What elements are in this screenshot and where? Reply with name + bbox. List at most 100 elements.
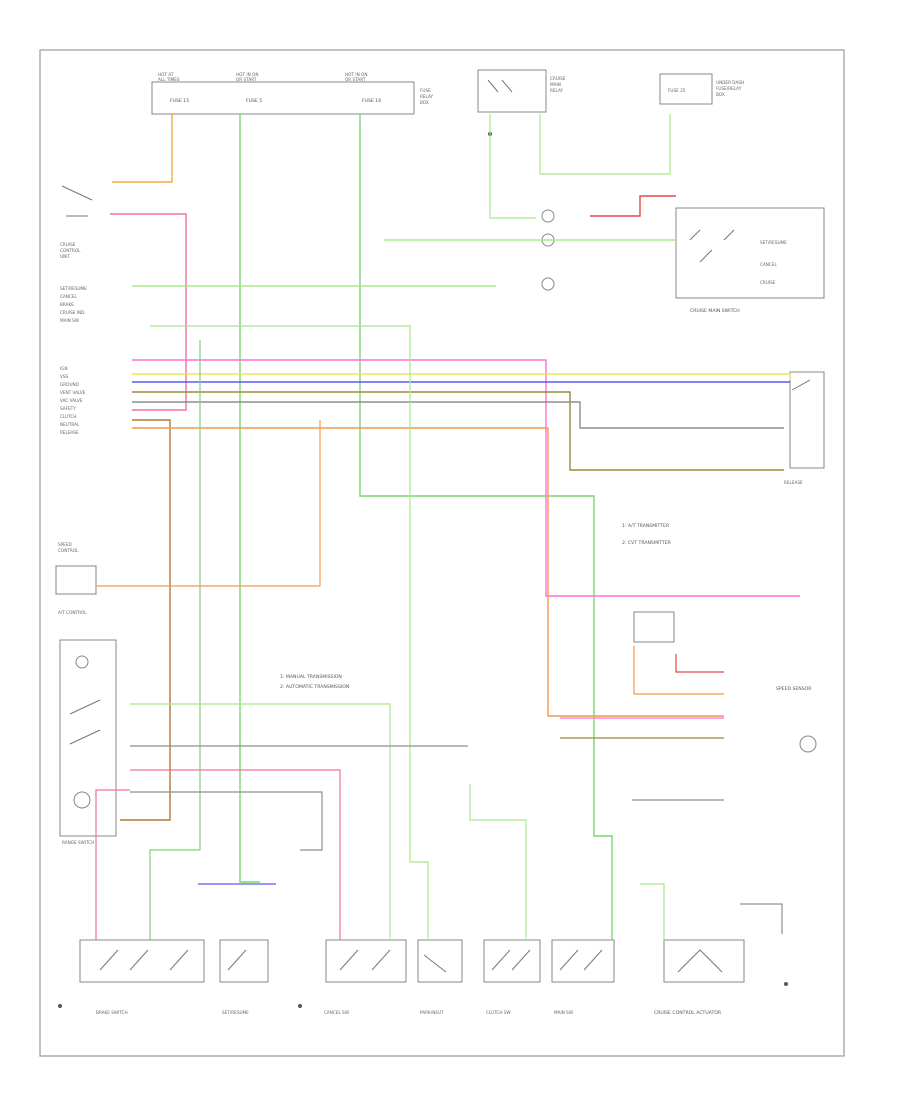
svg-text:CONTROL: CONTROL — [60, 248, 81, 253]
svg-text:SET/RESUME: SET/RESUME — [760, 240, 787, 245]
svg-text:HOT AT: HOT AT — [158, 72, 174, 77]
svg-text:OR START: OR START — [236, 77, 257, 82]
svg-text:BOX: BOX — [716, 92, 725, 97]
svg-text:CANCEL: CANCEL — [760, 262, 777, 267]
svg-text:HOT IN ON: HOT IN ON — [345, 72, 367, 77]
wire-w-magenta — [132, 359, 800, 597]
ground-symbols — [58, 132, 788, 1008]
harness-run-15 — [489, 114, 536, 219]
svg-text:MAIN SW: MAIN SW — [554, 1010, 573, 1015]
clutch-switch: RELEASE — [784, 371, 825, 485]
wire-w-gray — [132, 401, 784, 429]
wire-w-orange-fuse1 — [112, 114, 173, 183]
svg-text:RELAY: RELAY — [550, 88, 564, 93]
svg-text:1: MANUAL TRANSMISSION: 1: MANUAL TRANSMISSION — [280, 674, 342, 680]
svg-text:CRUISE: CRUISE — [760, 280, 776, 285]
svg-text:CLUTCH SW: CLUTCH SW — [486, 1010, 511, 1015]
svg-text:CRUISE: CRUISE — [550, 76, 566, 81]
svg-text:OR START: OR START — [345, 77, 366, 82]
svg-text:RELEASE: RELEASE — [784, 480, 803, 485]
svg-text:BOX: BOX — [420, 100, 429, 105]
svg-text:VENT VALVE: VENT VALVE — [60, 390, 86, 395]
svg-text:SET/RESUME: SET/RESUME — [60, 286, 87, 291]
cruise-main-switch-label: CRUISE MAIN SWITCH — [690, 308, 740, 314]
wire-w-olive — [132, 391, 784, 471]
note-transmitter: 1: A/T TRANSMITTER 2: CVT TRANSMITTER — [622, 523, 672, 546]
wire-w-brown — [120, 419, 171, 821]
svg-text:SPEED: SPEED — [58, 542, 72, 547]
wire-w-green-fuse2 — [239, 114, 260, 883]
wires — [95, 114, 800, 940]
svg-text:FUSE/RELAY: FUSE/RELAY — [716, 86, 742, 91]
fuse-label-2: FUSE 5 — [246, 98, 262, 104]
svg-text:2: AUTOMATIC TRANSMISSION: 2: AUTOMATIC TRANSMISSION — [280, 684, 349, 690]
brake-switch — [61, 185, 93, 217]
svg-text:BRAKE SWITCH: BRAKE SWITCH — [96, 1010, 128, 1015]
harness-run-1 — [150, 325, 429, 940]
svg-text:A/T CONTROL: A/T CONTROL — [58, 610, 87, 615]
harness-run-18 — [640, 883, 665, 940]
svg-text:MAIN: MAIN — [550, 82, 561, 87]
wire-w-orange2 — [132, 427, 724, 717]
svg-text:RANGE SWITCH: RANGE SWITCH — [62, 840, 94, 845]
wire-w-red — [590, 195, 676, 217]
harness-run-8 — [95, 789, 130, 940]
svg-text:RELEASE: RELEASE — [60, 430, 79, 435]
svg-text:UNIT: UNIT — [60, 254, 70, 259]
ecm-connector: CRUISE CONTROL UNIT SET/RESUME CANCEL BR… — [60, 242, 87, 435]
harness-run-11 — [675, 654, 724, 673]
bottom-switches: BRAKE SWITCH SET/RESUME CANCEL SW PARK/N… — [79, 939, 745, 1016]
fuse-label-1: FUSE 15 — [170, 98, 189, 104]
vent-box — [740, 903, 783, 934]
svg-text:2: CVT TRANSMITTER: 2: CVT TRANSMITTER — [622, 540, 672, 546]
speed-sensor-box: SPEED SENSOR — [633, 611, 817, 753]
clock-spring — [541, 209, 555, 291]
svg-text:UNDER DASH: UNDER DASH — [716, 80, 744, 85]
harness-run-3 — [130, 703, 391, 940]
svg-text:CANCEL SW: CANCEL SW — [324, 1010, 349, 1015]
svg-text:VAC VALVE: VAC VALVE — [60, 398, 83, 403]
wire-w-yellow — [132, 373, 791, 380]
svg-text:GROUND: GROUND — [60, 382, 79, 387]
svg-text:MAIN SW: MAIN SW — [60, 318, 79, 323]
svg-text:CRUISE IND.: CRUISE IND. — [60, 310, 86, 315]
wire-w-pink — [110, 213, 187, 411]
svg-text:NEUTRAL: NEUTRAL — [60, 422, 80, 427]
fuse-label-3: FUSE 16 — [362, 98, 381, 104]
wire-w-lightgreen — [132, 239, 676, 287]
note-transmission: 1: MANUAL TRANSMISSION 2: AUTOMATIC TRAN… — [280, 674, 349, 690]
harness-run-6 — [130, 791, 323, 851]
diagram-frame — [39, 49, 845, 1057]
svg-text:PARK/NEUT: PARK/NEUT — [420, 1010, 444, 1015]
actuator-label: CRUISE CONTROL ACTUATOR — [654, 1010, 722, 1016]
svg-text:CONTROL: CONTROL — [58, 548, 79, 553]
range-switch: RANGE SWITCH — [59, 639, 117, 845]
svg-text:HOT IN ON: HOT IN ON — [236, 72, 258, 77]
harness-run-10 — [633, 646, 724, 695]
wire-w-green-fuse3 — [359, 114, 613, 940]
svg-text:IGN: IGN — [60, 366, 68, 371]
harness-run-16 — [539, 114, 671, 175]
svg-text:FUSE: FUSE — [420, 88, 431, 93]
svg-text:CRUISE: CRUISE — [60, 242, 76, 247]
svg-text:ALL TIMES: ALL TIMES — [158, 77, 180, 82]
svg-text:1: A/T TRANSMITTER: 1: A/T TRANSMITTER — [622, 523, 670, 529]
svg-text:SET/RESUME: SET/RESUME — [222, 1010, 249, 1015]
harness-run-9 — [469, 784, 527, 940]
harness-run-5 — [130, 769, 341, 940]
svg-text:FUSE 25: FUSE 25 — [668, 88, 686, 93]
harness-run-2 — [149, 340, 201, 940]
svg-text:CLUTCH: CLUTCH — [60, 414, 77, 419]
speed-sensor-label: SPEED SENSOR — [776, 686, 812, 692]
harness-run-14 — [96, 420, 321, 587]
cruise-main-switch: SET/RESUME CANCEL CRUISE CRUISE MAIN SWI… — [675, 207, 825, 314]
svg-text:VSS: VSS — [60, 374, 69, 379]
svg-text:BRAKE: BRAKE — [60, 302, 74, 307]
svg-text:RELAY: RELAY — [420, 94, 434, 99]
svg-text:CANCEL: CANCEL — [60, 294, 77, 299]
